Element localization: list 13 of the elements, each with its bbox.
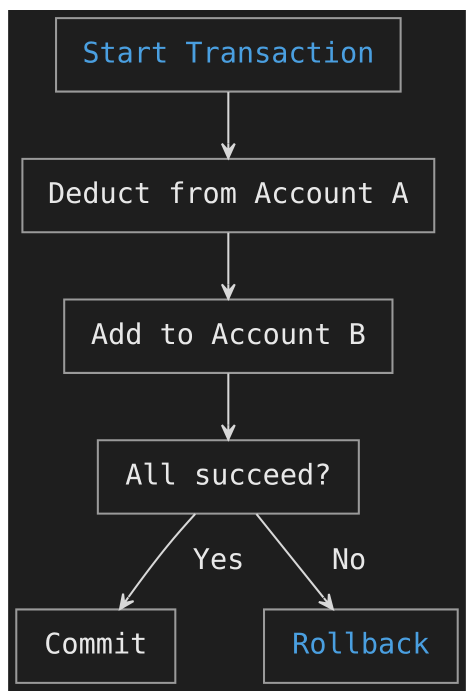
node-box: All succeed? — [96, 438, 360, 514]
arrow — [220, 92, 236, 158]
node-box: Commit — [15, 608, 176, 684]
edge-label: Yes — [192, 542, 244, 576]
arrow — [220, 372, 236, 440]
arrow — [220, 232, 236, 300]
node-box: Start Transaction — [55, 16, 402, 92]
node-box: Deduct from Account A — [21, 157, 436, 233]
node-box: Add to Account B — [63, 298, 394, 374]
arrow — [119, 512, 196, 610]
node-box: Rollback — [263, 608, 459, 684]
arrow — [256, 512, 334, 610]
edge-label: No — [332, 542, 366, 576]
